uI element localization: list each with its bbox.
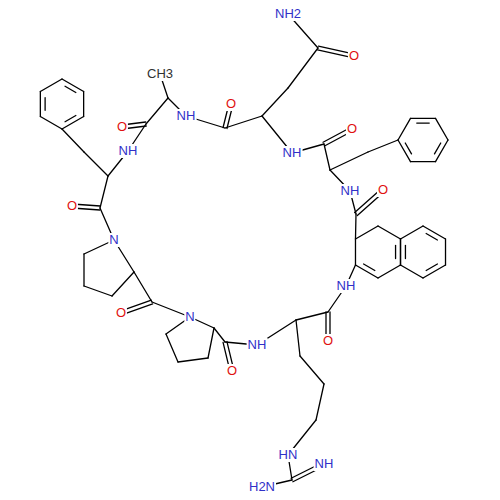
bond-line (355, 226, 378, 239)
bond-line (411, 118, 436, 119)
atom-label: N (108, 233, 119, 247)
bond-line (83, 92, 84, 117)
bond-line (100, 176, 108, 208)
bond-line (411, 161, 436, 162)
bond-line (445, 239, 446, 265)
bond-line (40, 79, 62, 92)
bond-line (400, 226, 423, 239)
atom-label: O (115, 306, 127, 320)
bond-line (398, 118, 411, 140)
bond-line (364, 264, 375, 270)
bond-line (395, 246, 396, 259)
atom-label: CH3 (146, 67, 174, 81)
bond-line (316, 384, 324, 420)
bond-line (112, 272, 134, 296)
bond-line (368, 140, 398, 152)
bond-line (134, 272, 152, 302)
bond-line (417, 122, 429, 123)
atom-label: O (346, 122, 358, 136)
atom-label: O (225, 97, 237, 111)
bond-line (65, 86, 76, 92)
atom-label: O (66, 199, 78, 213)
atom-label: NH (282, 146, 303, 160)
bond-line (423, 265, 446, 278)
bond-line (423, 226, 446, 239)
atom-label: O (377, 183, 389, 197)
atom-label: O (348, 49, 360, 63)
bond-line (426, 264, 437, 270)
atom-label: NH (247, 338, 268, 352)
atom-label: NH (336, 279, 357, 293)
atom-label: NH (314, 457, 335, 471)
bond-line (208, 328, 214, 358)
atom-label: O (116, 120, 128, 134)
bond-line (62, 129, 84, 152)
bond-line (355, 265, 378, 278)
bond-line (400, 239, 401, 265)
bond-line (178, 358, 208, 362)
bond-line (355, 214, 357, 239)
atom-label: NH2 (274, 7, 302, 21)
bond-line (296, 312, 328, 320)
atom-label: NH (340, 184, 361, 198)
bond-line (400, 239, 401, 265)
bond-line (62, 79, 84, 92)
bond-line (405, 246, 406, 259)
bond-line (426, 234, 437, 240)
bond-line (398, 140, 411, 162)
bond-line (166, 334, 178, 362)
bond-line (378, 265, 401, 278)
bond-line (296, 320, 300, 356)
bond-line (262, 88, 288, 116)
atom-label: O (322, 334, 334, 348)
bond-line (65, 116, 76, 122)
bond-line (83, 254, 84, 286)
bond-line (436, 118, 449, 140)
bond-line (84, 286, 112, 296)
bond-line (435, 143, 441, 154)
bond-line (288, 48, 318, 88)
bond-line (355, 239, 356, 265)
atom-label: HN (278, 448, 299, 462)
atom-label: N (184, 310, 195, 324)
atom-label: NH (118, 144, 139, 158)
bond-line (324, 144, 330, 170)
bond-line (436, 140, 449, 162)
atom-label: H2N (248, 480, 276, 494)
bond-line (330, 152, 368, 170)
bond-line (378, 226, 401, 239)
bond-line (40, 92, 41, 117)
bond-line (300, 356, 324, 384)
bond-line (146, 98, 168, 124)
bond-line (214, 328, 225, 342)
bond-line (62, 117, 84, 130)
bond-line (84, 152, 108, 176)
bond-line (400, 265, 423, 278)
bond-line (405, 143, 411, 154)
atom-label: O (226, 364, 238, 378)
bond-line (225, 116, 262, 128)
bond-line (40, 117, 62, 130)
atom-label: NH (176, 109, 197, 123)
bond-line (44, 98, 45, 110)
